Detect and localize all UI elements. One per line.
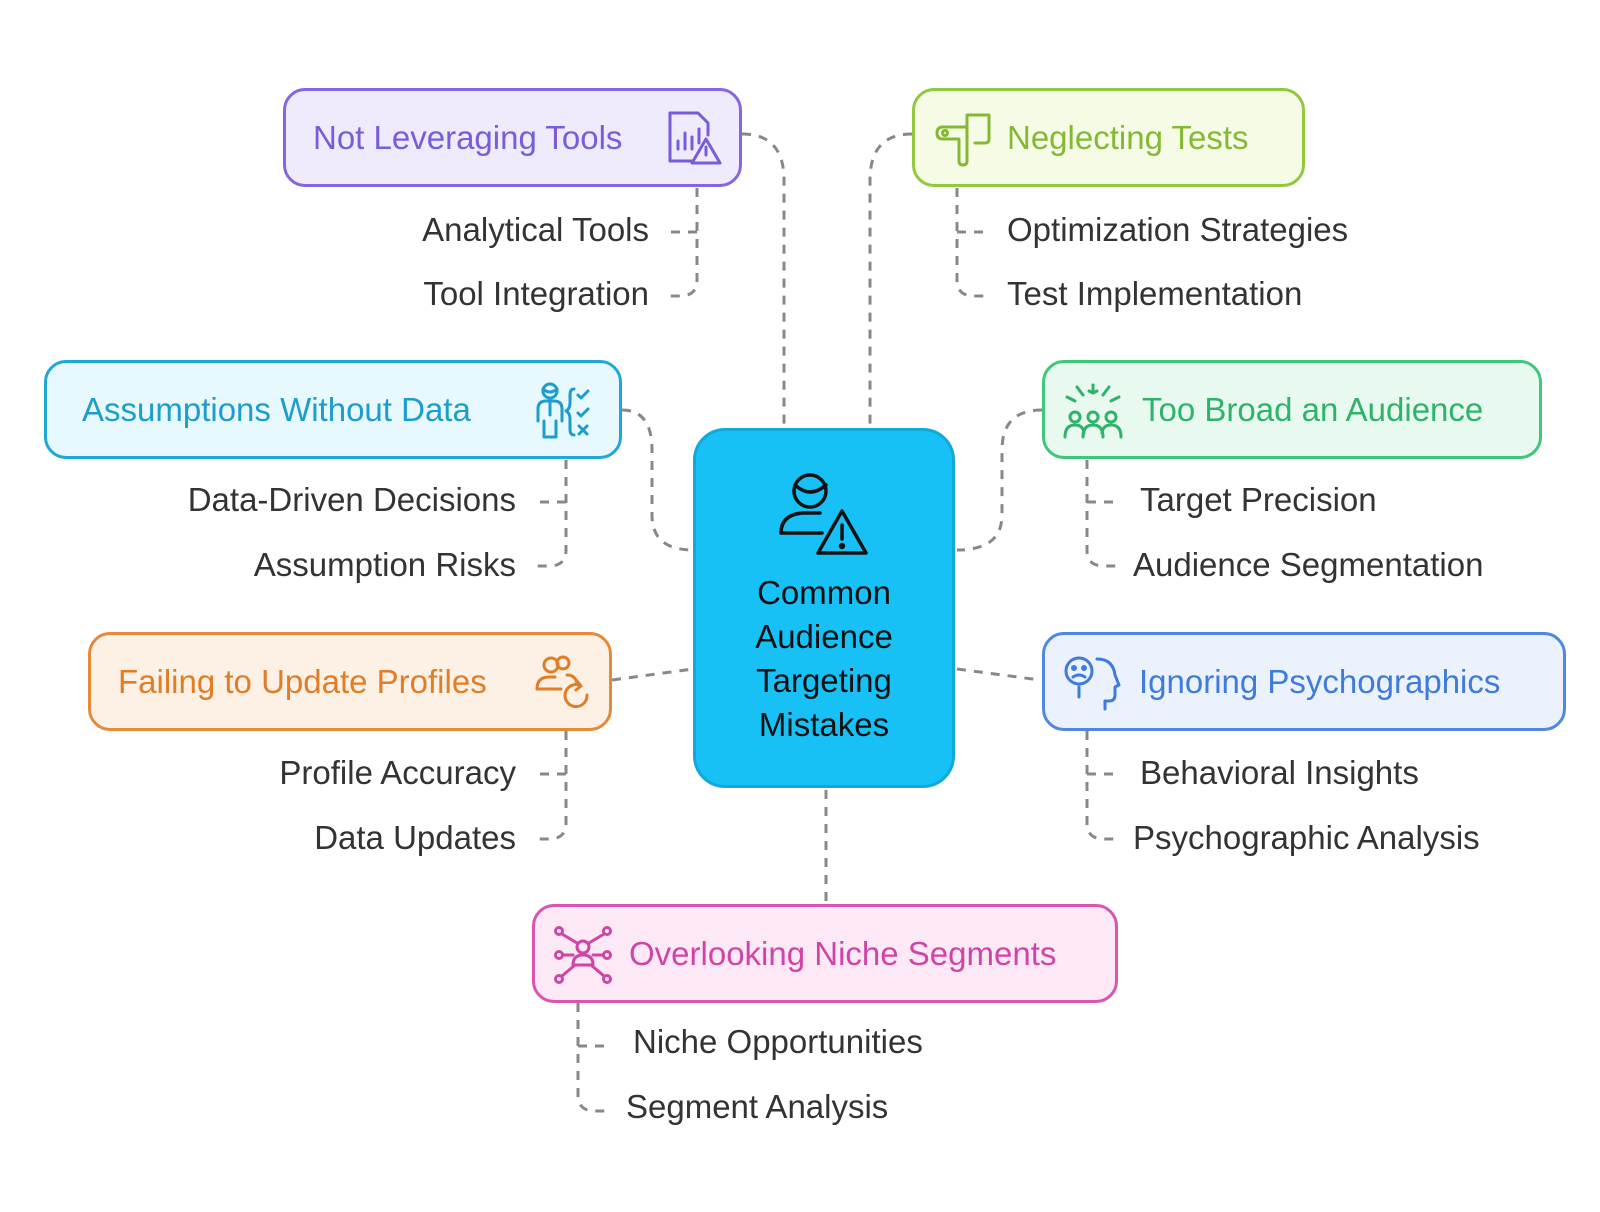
branch-tools [664,188,699,298]
sub-assumption-risks: Assumption Risks [253,546,516,583]
sub-behavioral-insights: Behavioral Insights [1140,754,1419,791]
connector-psycho [956,667,1041,682]
topic-assumptions-without-data[interactable]: Assumptions Without Data [44,360,622,459]
connector-broad [956,408,1043,552]
sub-psychographic-analysis: Psychographic Analysis [1133,819,1480,856]
branch-psycho [1085,731,1120,841]
users-refresh-icon [535,655,589,709]
topic-title: Neglecting Tests [1007,118,1249,156]
topic-title: Failing to Update Profiles [118,662,487,700]
center-title: Common Audience Targeting Mistakes [755,574,893,743]
connector-assumptions [621,408,694,552]
topic-title: Too Broad an Audience [1142,390,1484,428]
sub-optimization-strategies: Optimization Strategies [1007,211,1349,248]
sub-data-updates: Data Updates [314,819,516,856]
person-checklist-icon [536,382,590,439]
sub-profile-accuracy: Profile Accuracy [279,754,516,791]
chart-warning-icon [668,111,722,165]
branch-broad [1085,460,1120,568]
topic-too-broad-an-audience[interactable]: Too Broad an Audience [1042,360,1542,459]
topic-ignoring-psychographics[interactable]: Ignoring Psychographics [1042,632,1566,731]
sub-analytical-tools: Analytical Tools [422,211,649,248]
head-thought-icon [1064,656,1121,711]
sub-segment-analysis: Segment Analysis [626,1088,889,1125]
topic-title: Not Leveraging Tools [313,118,623,156]
topic-overlooking-niche-segments[interactable]: Overlooking Niche Segments [532,904,1118,1003]
network-users-icon [554,926,612,984]
center-node: Common Audience Targeting Mistakes [693,428,955,788]
sub-data-driven-decisions: Data-Driven Decisions [187,481,516,518]
topic-neglecting-tests[interactable]: Neglecting Tests [912,88,1305,187]
sub-tool-integration: Tool Integration [423,275,649,312]
audience-group-icon [1063,383,1123,439]
connector-tests [868,132,913,428]
branch-niche [576,1003,611,1113]
topic-title: Ignoring Psychographics [1139,662,1501,700]
branch-assumptions [533,460,568,568]
branch-tests [955,188,990,298]
topic-title: Overlooking Niche Segments [629,934,1057,972]
sub-audience-segmentation: Audience Segmentation [1133,546,1484,583]
sub-test-implementation: Test Implementation [1007,275,1303,312]
sub-niche-opportunities: Niche Opportunities [633,1023,923,1060]
topic-title: Assumptions Without Data [82,390,471,428]
connector-tools [741,132,786,428]
topic-failing-to-update-profiles[interactable]: Failing to Update Profiles [88,632,612,731]
connector-profiles [611,667,694,682]
person-warning-icon [779,473,868,555]
sub-target-precision: Target Precision [1140,481,1377,518]
topic-not-leveraging-tools[interactable]: Not Leveraging Tools [283,88,742,187]
branch-profiles [533,731,568,841]
pipe-flow-icon [935,113,991,167]
